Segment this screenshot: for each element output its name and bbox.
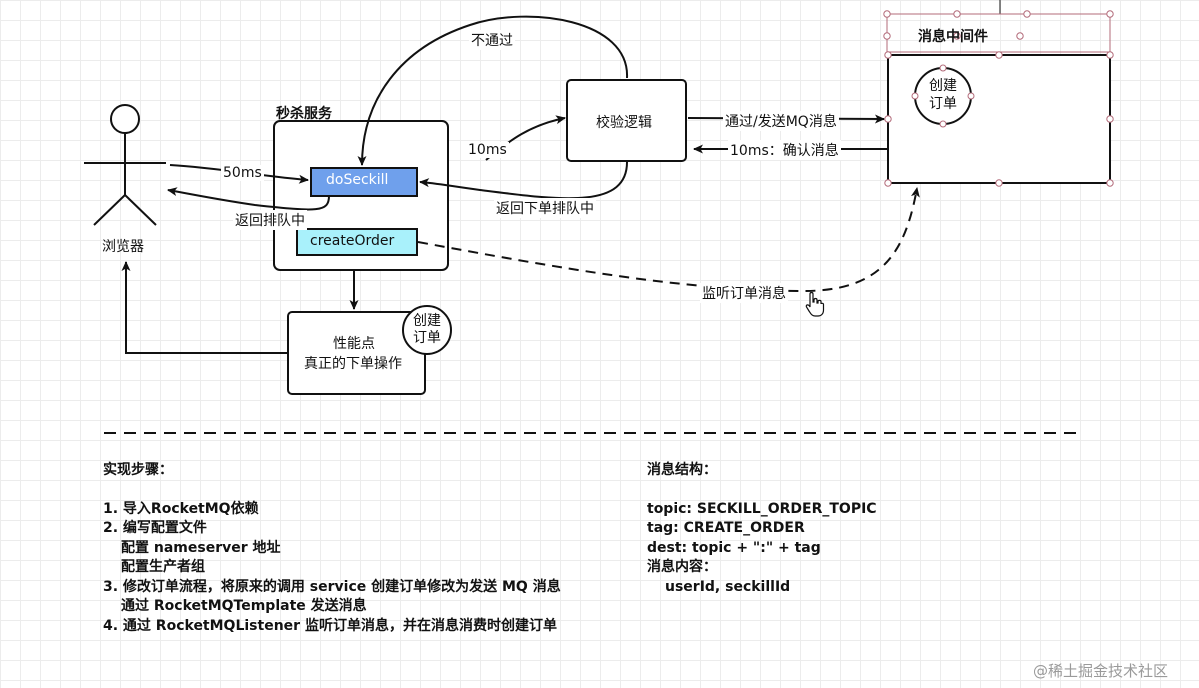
label-listen-order: 监听订单消息 [700, 283, 788, 303]
step-2a: 配置 nameserver 地址 [121, 539, 281, 556]
message-title: 消息结构： [647, 462, 717, 478]
label-return-order-queue: 返回下单排队中 [494, 198, 596, 218]
message-tag: tag: CREATE_ORDER [647, 520, 805, 536]
step-2: 2. 编写配置文件 [103, 520, 207, 536]
mq-circle-handles[interactable] [911, 64, 975, 128]
steps-section: 实现步骤： 1. 导入RocketMQ依赖 2. 编写配置文件 配置 names… [103, 461, 561, 636]
step-2b: 配置生产者组 [121, 559, 205, 575]
step-3: 3. 修改订单流程，将原来的调用 service 创建订单修改为发送 MQ 消息 [103, 578, 561, 595]
browser-actor [84, 104, 166, 226]
edge-not-pass [357, 15, 629, 166]
message-content-title: 消息内容： [647, 559, 717, 575]
mq-selection-handles[interactable] [883, 10, 1114, 187]
message-fields: userId, seckillId [665, 578, 791, 595]
label-return-queue: 返回排队中 [233, 210, 307, 230]
step-1: 1. 导入RocketMQ依赖 [103, 500, 259, 517]
do-seckill-node[interactable] [310, 167, 418, 197]
edge-return-order-queue [419, 160, 629, 200]
service-title: 秒杀服务 [276, 106, 332, 122]
validation-logic-label: 校验逻辑 [596, 115, 652, 131]
create-order-circle[interactable] [402, 305, 452, 355]
create-order-label[interactable]: createOrder [310, 233, 395, 249]
label-10ms: 10ms [466, 142, 509, 158]
message-dest: dest: topic + ":" + tag [647, 539, 821, 556]
do-seckill-label[interactable]: doSeckill [326, 172, 389, 188]
label-pass-send-mq: 通过/发送MQ消息 [723, 111, 839, 131]
label-50ms: 50ms [221, 165, 264, 181]
mq-title: 消息中间件 [918, 29, 988, 45]
message-topic: topic: SECKILL_ORDER_TOPIC [647, 500, 877, 517]
perf-point-label: 性能点 [333, 336, 375, 352]
real-order-label: 真正的下单操作 [304, 356, 402, 372]
create-order-node[interactable] [296, 228, 418, 256]
step-3a: 通过 RocketMQTemplate 发送消息 [121, 598, 367, 614]
validation-logic-box[interactable] [566, 79, 687, 162]
steps-title: 实现步骤： [103, 462, 173, 478]
edge-order-to-browser [121, 261, 288, 354]
browser-label: 浏览器 [102, 239, 144, 255]
hand-cursor-icon [805, 291, 825, 317]
label-not-pass: 不通过 [469, 30, 515, 50]
mq-middleware-box[interactable] [887, 54, 1111, 184]
edge-return-queue [167, 187, 330, 211]
step-4: 4. 通过 RocketMQListener 监听订单消息，并在消息消费时创建订… [103, 617, 557, 634]
watermark: @稀土掘金技术社区 [1033, 662, 1169, 680]
mq-circle-label: 创建 订单 [929, 78, 957, 112]
create-order-circle-label: 创建 订单 [413, 313, 441, 346]
message-structure: 消息结构： topic: SECKILL_ORDER_TOPIC tag: CR… [647, 461, 877, 597]
edge-listen-order-msg [417, 187, 920, 293]
label-ack: 10ms：确认消息 [728, 140, 841, 160]
